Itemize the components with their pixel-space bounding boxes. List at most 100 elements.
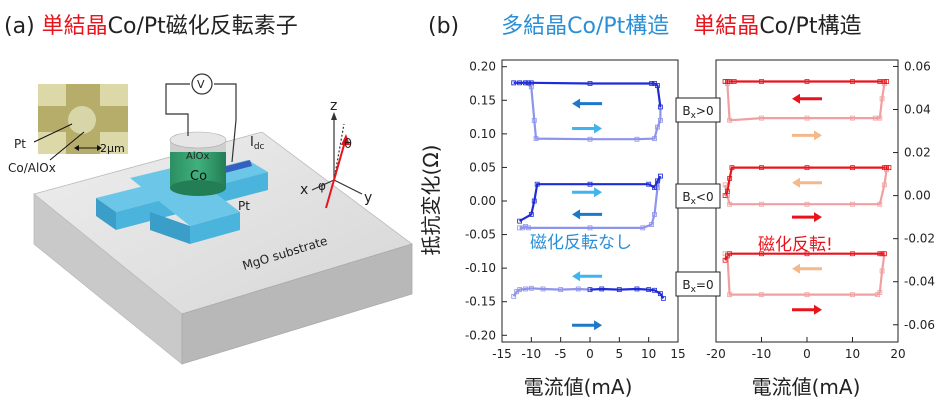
left-point-0-3	[531, 118, 537, 123]
right-xtick-label-0: -20	[706, 347, 726, 361]
right-point-0-14	[804, 79, 810, 84]
left-point-0-18	[517, 80, 522, 86]
left-point-0-16	[526, 80, 531, 86]
left-point-2-10	[616, 287, 622, 293]
left-point-1-11	[655, 178, 660, 184]
right-xtick-label-1: -10	[752, 347, 772, 361]
left-point-1-6	[649, 222, 655, 227]
left-point-1-4	[587, 225, 593, 231]
right-point-1-5	[850, 201, 855, 207]
right-xtick-label-3: 10	[845, 347, 860, 361]
right-point-0-15	[759, 79, 764, 84]
left-point-1-5	[640, 225, 646, 231]
left-point-0-7	[652, 136, 657, 141]
left-point-1-14	[587, 181, 593, 187]
right-point-0-5	[850, 115, 855, 121]
left-point-1-13	[646, 181, 652, 187]
right-point-1-14	[804, 165, 810, 171]
right-point-2-7	[877, 290, 883, 295]
left-ytick-label-0: 0.20	[469, 60, 496, 74]
right-point-0-7	[877, 115, 883, 121]
left-arrow-3-head	[594, 187, 603, 198]
left-point-1-17	[528, 212, 534, 217]
right-point-1-19	[722, 193, 728, 199]
left-point-1-18	[517, 218, 522, 224]
left-point-2-15	[660, 295, 666, 301]
left-ytick-label-2: 0.10	[469, 127, 496, 141]
theta-label: θ	[344, 137, 352, 152]
right-arrow-2-head	[814, 130, 822, 141]
right-series-2-down	[724, 252, 885, 261]
right-point-0-16	[731, 79, 737, 84]
right-point-2-14	[804, 251, 810, 257]
right-ytick-label-0: 0.06	[904, 59, 931, 73]
voltmeter-label: V	[197, 78, 205, 91]
field-box-0	[675, 97, 721, 123]
field-label-0: Bx>0	[682, 104, 713, 121]
annotation-no-reversal: 磁化反転なし	[530, 233, 632, 253]
left-point-2-6	[558, 287, 564, 293]
left-point-1-8	[655, 185, 660, 190]
left-point-0-4	[533, 136, 539, 141]
field-box-2	[675, 271, 721, 297]
field-labels: Bx>0Bx<0Bx=0	[675, 97, 721, 297]
right-ytick-label-3: 0.00	[904, 189, 931, 203]
right-point-2-8	[879, 268, 885, 274]
panel-a-title-rest: Co/Pt磁化反転素子	[107, 14, 298, 39]
left-ytick-label-4: 0.00	[469, 194, 496, 208]
left-point-2-12	[646, 287, 652, 293]
left-ytick-label-5: -0.05	[465, 228, 496, 242]
right-point-1-16	[729, 165, 735, 171]
right-point-1-4	[804, 201, 810, 207]
left-point-0-15	[528, 80, 534, 86]
left-point-2-3	[523, 286, 528, 292]
current-label: Idc	[250, 135, 265, 152]
left-xtick-label-5: 10	[641, 347, 656, 361]
panel-a-title: (a) 単結晶Co/Pt磁化反転素子	[4, 8, 298, 40]
right-arrow-1-head	[792, 93, 800, 104]
scale-bar-label: 2μm	[100, 142, 125, 155]
microscope-inset	[38, 84, 128, 154]
alox-label: AlOx	[186, 151, 209, 162]
voltmeter-circuit	[165, 73, 237, 163]
left-ytick-label-6: -0.10	[465, 261, 496, 275]
left-point-2-7	[575, 286, 581, 292]
right-point-0-3	[759, 115, 764, 121]
right-series-1-up	[724, 166, 890, 206]
field-box-1	[675, 183, 721, 209]
right-series-2-up	[725, 252, 886, 296]
right-point-0-11	[881, 79, 887, 84]
left-xtick-label-4: 5	[616, 347, 624, 361]
panel-b-title-red-rest: Co/Pt構造	[759, 14, 862, 39]
right-arrow-4-head	[814, 212, 822, 223]
x-axis-label-left: 電流値(mA)	[524, 375, 633, 399]
right-point-2-5	[850, 292, 855, 298]
right-point-1-2	[727, 201, 733, 207]
left-point-0-5	[587, 136, 593, 142]
left-ytick-label-3: 0.05	[469, 160, 496, 174]
left-point-0-8	[655, 124, 660, 130]
co-label: Co	[190, 169, 207, 184]
panel-b-title-red: 単結晶	[693, 14, 760, 39]
inset-pt-label: Pt	[14, 137, 26, 151]
left-point-2-4	[528, 285, 534, 291]
right-point-1-3	[759, 201, 764, 207]
right-point-1-12	[881, 165, 887, 171]
right-point-2-15	[759, 251, 764, 257]
left-point-2-0	[511, 293, 517, 299]
left-point-0-14	[587, 81, 593, 86]
panel-a-title-red: 単結晶	[41, 14, 108, 39]
left-point-0-19	[511, 80, 517, 86]
right-point-0-2	[727, 117, 733, 123]
right-ytick-label-1: 0.04	[904, 103, 931, 117]
right-arrow-5-head	[792, 263, 800, 274]
left-point-1-1	[520, 225, 525, 231]
right-point-1-17	[727, 175, 733, 181]
left-point-2-9	[599, 286, 605, 292]
left-point-1-15	[534, 181, 540, 187]
right-series-0-up	[724, 80, 888, 122]
panel-b-title-blue-rest: Co/Pt構造	[567, 14, 670, 39]
right-point-0-12	[877, 79, 883, 84]
axis-x-label: x	[300, 182, 308, 198]
